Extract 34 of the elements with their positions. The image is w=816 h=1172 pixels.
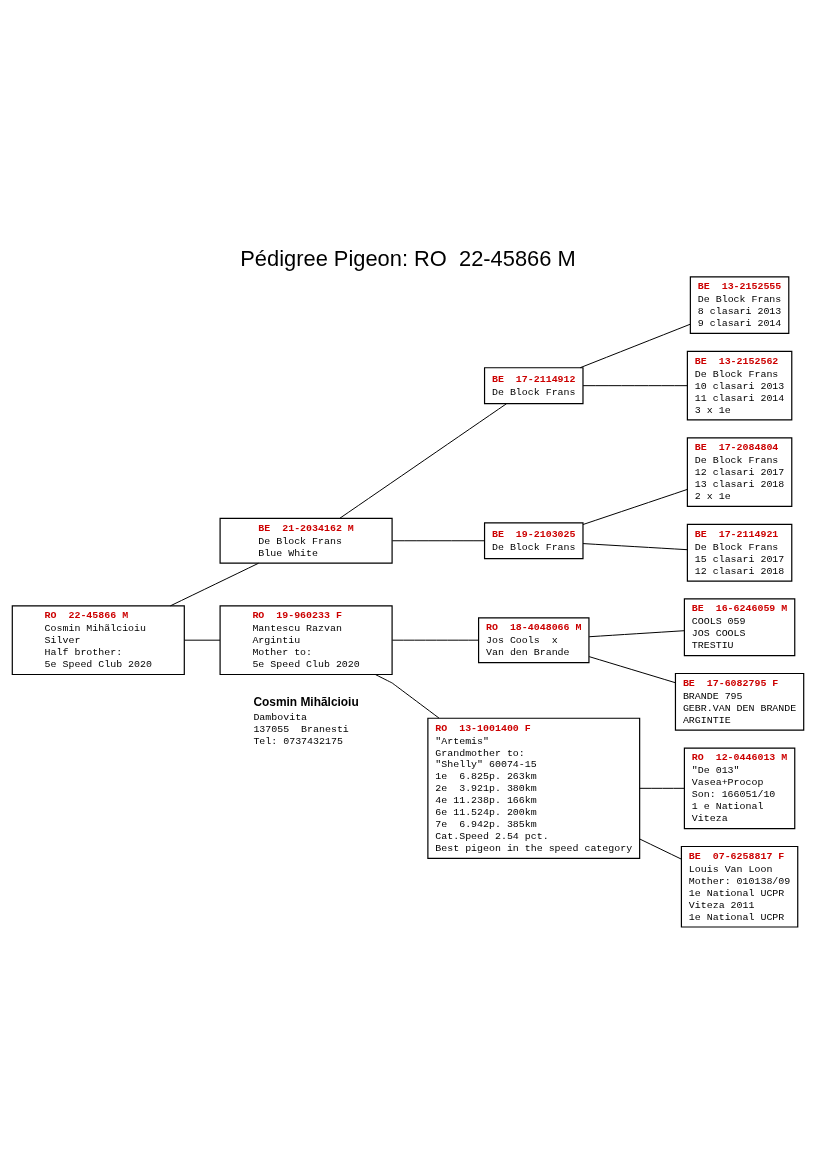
connector [374,674,440,719]
node-box: BE 07-6258817 F Louis Van Loon Mother: 010138/09 1e National UCPR Viteza 2011 1e National UCPR [680,845,799,928]
label: Cosmin Mihãlcioiu [253,695,359,710]
node-box: BE 13-2152555 De Block Frans 8 clasari 2013 9 clasari 2014 [689,276,790,335]
node-box: RO 22-45866 M Cosmin Mihãlcioiu Silver Half brother: 5e Speed Club 2020 [11,605,185,676]
node-box: RO 19-960233 F Mantescu Razvan Argintiu Mother to: 5e Speed Club 2020 [219,605,393,676]
connector [391,540,485,542]
node-box: BE 13-2152562 De Block Frans 10 clasari 2013 11 clasari 2014 3 x 1e [686,350,793,421]
node-box: BE 21-2034162 M De Block Frans Blue White [219,517,393,564]
connector [582,543,688,551]
node-box: BE 17-2114921 De Block Frans 15 clasari 2017 12 clasari 2018 [686,523,793,582]
node-box: BE 17-2114912 De Block Frans [483,367,584,405]
node-box: BE 17-6082795 F BRANDE 795 GEBR.VAN DEN BRANDE ARGINTIE [674,672,805,731]
connector [579,323,691,369]
connector [582,385,688,387]
connector [639,838,682,860]
connector [639,787,685,789]
diagram-title: Pédigree Pigeon: RO 22-45866 M [240,246,576,272]
label: Dambovita [253,711,308,723]
connector [582,489,688,525]
node-box: RO 18-4048066 M Jos Cools x Van den Brande [478,617,590,664]
connector [339,403,508,519]
connector [391,639,479,641]
label: 137055 Branesti [253,723,349,735]
connector [184,639,221,641]
node-box: BE 16-6246059 M COOLS 059 JOS COOLS TRESTIU [683,598,796,657]
node-box: BE 19-2103025 De Block Frans [483,522,584,560]
connector [588,656,676,684]
label: Tel: 0737432175 [253,735,343,747]
node-box: RO 12-0446013 M "De 013" Vasea+Procop Son: 166051/10 1 e National Viteza [683,747,796,830]
connector [588,630,685,638]
node-box: BE 17-2084804 De Block Frans 12 clasari 2017 13 clasari 2018 2 x 1e [686,437,793,508]
connector [169,562,259,607]
node-box: RO 13-1001400 F "Artemis" Grandmother to: "Shelly" 60074-15 1e 6.825p. 263km 2e 3.921p. 380km 4e 11.238p. 166km 6e 11.524p. 200km 7e 6.942p. 385km Cat.Speed 2.54 pct. Best pigeon in the speed category [427,717,641,859]
